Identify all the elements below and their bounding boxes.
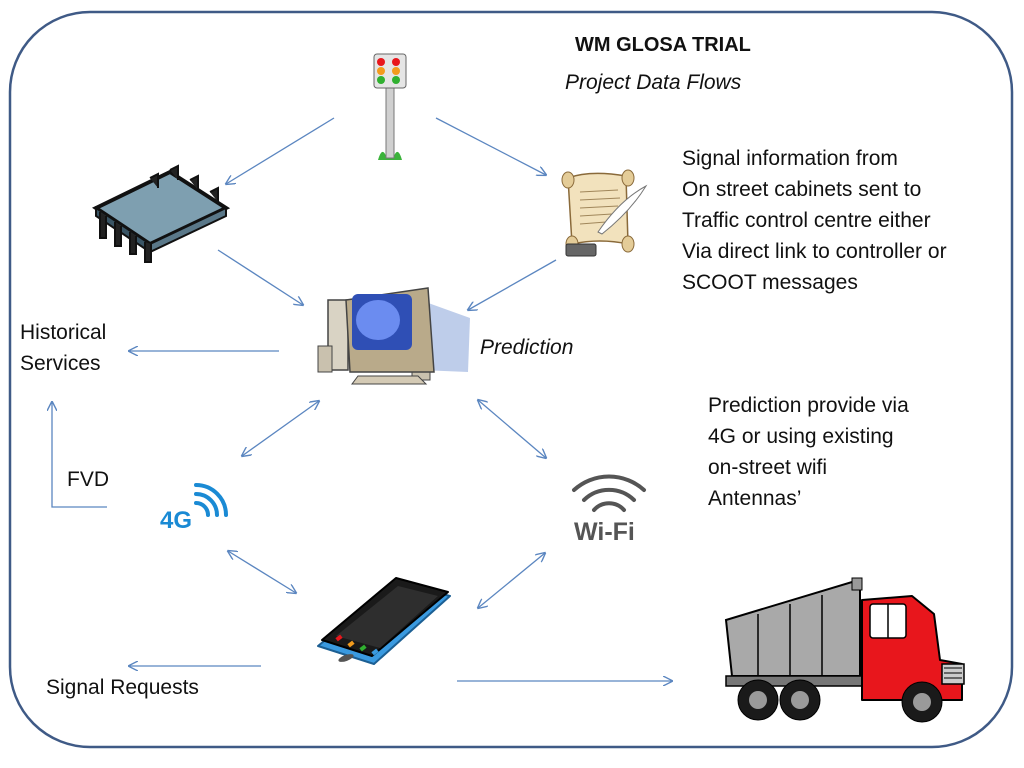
traffic-light-icon bbox=[373, 53, 407, 160]
wifi-label: Wi-Fi bbox=[574, 518, 635, 546]
arrow-fvd-to-historical bbox=[52, 402, 107, 508]
computer-icon bbox=[317, 287, 470, 385]
diagram-title: WM GLOSA TRIAL bbox=[575, 34, 751, 56]
arrow-computer-4g bbox=[242, 401, 319, 456]
arrow-4g-phone bbox=[228, 551, 296, 593]
arrow-traffic-light-to-chip bbox=[226, 117, 335, 184]
scroll-icon bbox=[561, 169, 648, 257]
arrow-scroll-to-computer bbox=[468, 259, 557, 310]
4g-label: 4G bbox=[160, 507, 192, 534]
arrow-chip-to-computer bbox=[217, 249, 303, 305]
fvd-label: FVD bbox=[67, 468, 109, 491]
truck-icon bbox=[724, 577, 965, 723]
prediction-provide-note: Prediction provide via 4G or using exist… bbox=[708, 394, 909, 510]
wifi-icon: Wi-Fi bbox=[572, 474, 646, 546]
signal-information-note: Signal information from On street cabine… bbox=[682, 147, 947, 294]
controller-chip-icon bbox=[91, 164, 231, 263]
diagram-frame bbox=[8, 10, 1014, 749]
diagram-subtitle: Project Data Flows bbox=[565, 71, 742, 94]
arrow-wifi-phone bbox=[478, 553, 545, 608]
4g-icon: 4G bbox=[160, 483, 228, 534]
smartphone-icon bbox=[317, 577, 451, 665]
signal-requests-label: Signal Requests bbox=[46, 676, 199, 699]
historical-services-label: Historical Services bbox=[20, 321, 107, 375]
arrow-computer-wifi bbox=[478, 400, 546, 458]
prediction-label: Prediction bbox=[480, 336, 574, 359]
arrow-traffic-light-to-scroll bbox=[435, 117, 546, 175]
